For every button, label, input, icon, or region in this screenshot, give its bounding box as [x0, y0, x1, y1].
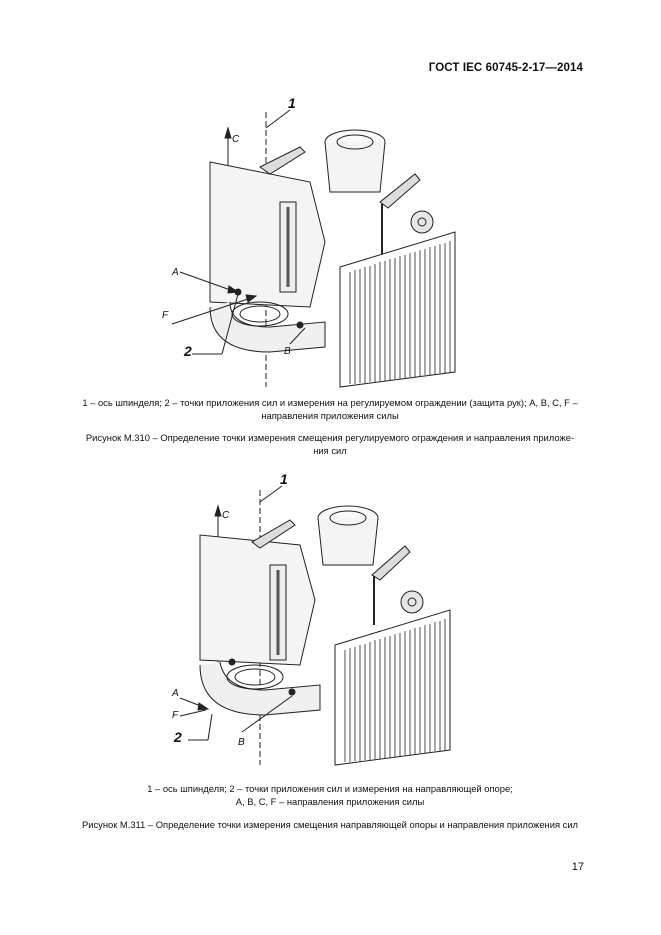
fig2-legend-line2: A, B, C, F – направления приложения силы — [235, 796, 425, 807]
fig2-label-a: A — [171, 688, 179, 699]
fig2-legend: 1 – ось шпинделя; 2 – точки приложения с… — [30, 782, 630, 808]
fig2-title-line1: Рисунок М.311 – Определение точки измере… — [81, 819, 579, 830]
fig2-label-axis: 1 — [280, 471, 288, 487]
fig2-label-b: B — [238, 737, 245, 748]
fig1-title: Рисунок М.310 – Определение точки измере… — [30, 431, 630, 457]
fig1-label-b: B — [284, 346, 291, 357]
figure-m311-drawing: 1 C A F 2 B — [171, 471, 451, 766]
fig2-label-c: C — [222, 510, 230, 521]
fig1-legend: 1 – ось шпинделя; 2 – точки приложения с… — [30, 396, 630, 422]
fig2-label-points: 2 — [173, 729, 182, 745]
fig1-label-axis: 1 — [288, 95, 296, 111]
fig2-legend-line1: 1 – ось шпинделя; 2 – точки приложения с… — [147, 783, 513, 794]
fig1-title-line1: Рисунок М.310 – Определение точки измере… — [85, 432, 575, 443]
fig1-label-points: 2 — [183, 343, 192, 359]
fig1-legend-line1: 1 – ось шпинделя; 2 – точки приложения с… — [82, 397, 578, 408]
fig2-label-f: F — [172, 710, 179, 721]
fig1-title-line2: ния сил — [313, 445, 347, 456]
fig1-legend-line2: направления приложения силы — [261, 410, 399, 421]
fig2-title: Рисунок М.311 – Определение точки измере… — [30, 818, 630, 831]
document-header: ГОСТ IEC 60745-2-17—2014 — [428, 62, 583, 74]
fig1-label-f: F — [162, 310, 169, 321]
figure-m310-drawing: 1 C A F 2 B — [162, 95, 456, 388]
page-number: 17 — [571, 861, 584, 873]
fig1-label-a: A — [171, 267, 179, 278]
fig1-label-c: C — [232, 134, 240, 145]
